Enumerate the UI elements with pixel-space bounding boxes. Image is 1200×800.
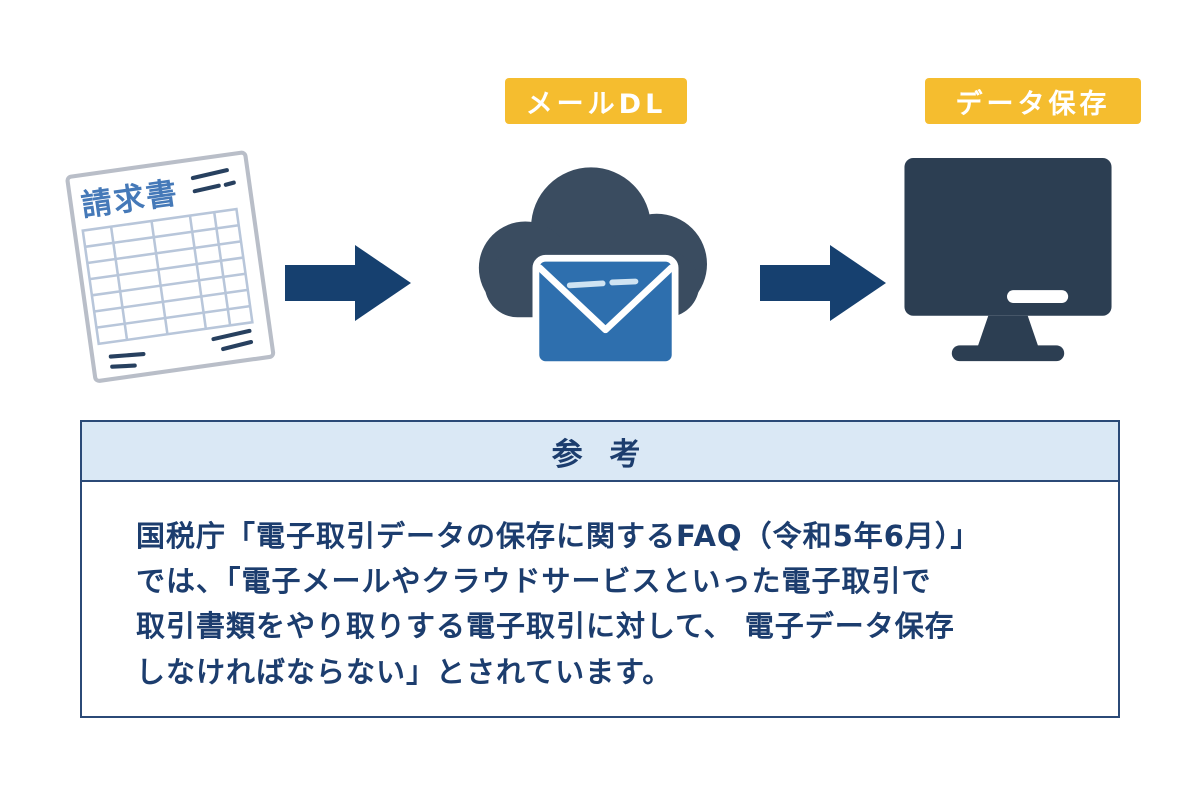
reference-body-text: 国税庁「電子取引データの保存に関するFAQ（令和5年6月）」 では、「電子メール…: [136, 519, 981, 689]
envelope-icon: [532, 254, 679, 368]
desktop-monitor-icon: [904, 158, 1112, 362]
mail-download-badge: メールDL: [505, 78, 687, 124]
data-save-badge: データ保存: [925, 78, 1141, 124]
arrow-right-icon: [285, 245, 411, 321]
cloud-mail-icon: [478, 167, 707, 368]
reference-box: 参 考 国税庁「電子取引データの保存に関するFAQ（令和5年6月）」 では、「電…: [80, 420, 1120, 718]
reference-title: 参 考: [82, 422, 1118, 482]
invoice-document-icon: 請求書: [65, 150, 276, 383]
monitor-slot: [1007, 290, 1069, 303]
arrow-right-icon: [760, 245, 886, 321]
